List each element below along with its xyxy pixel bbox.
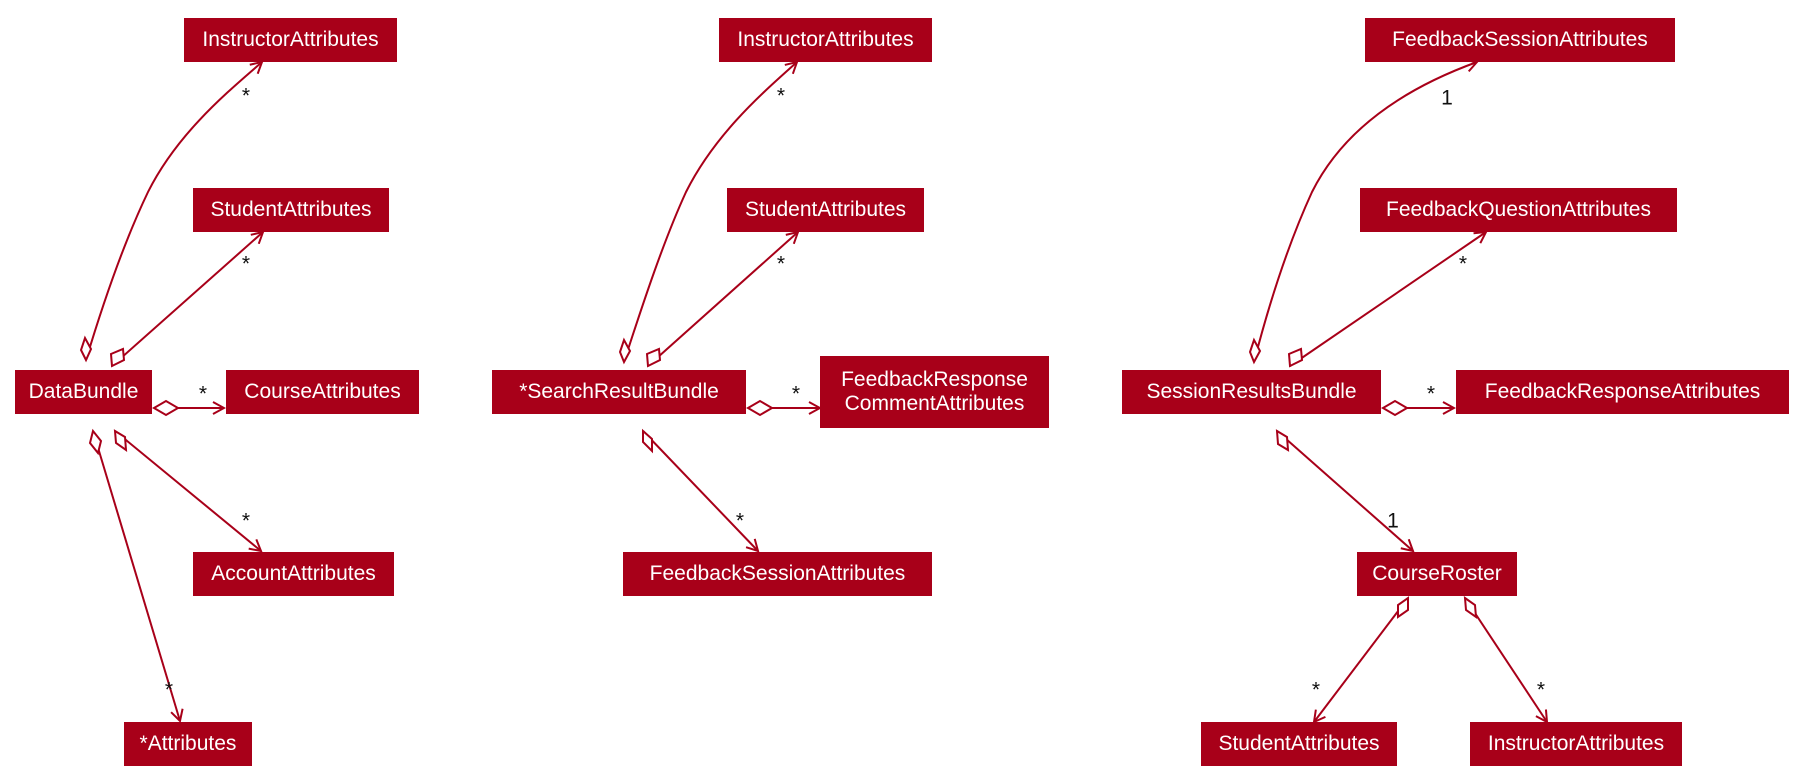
class-label: StudentAttributes — [210, 198, 372, 221]
class-account-attributes: AccountAttributes — [193, 552, 394, 596]
diamond-roster-student — [1397, 596, 1409, 619]
multiplicity-label: * — [241, 84, 251, 108]
multiplicity-label: * — [776, 252, 786, 276]
multiplicity-label: * — [164, 678, 174, 702]
multiplicity-label: * — [791, 382, 801, 406]
diamond-databundle-student — [109, 347, 126, 368]
class-instructor-attributes: InstructorAttributes — [184, 18, 397, 62]
multiplicity-label: * — [241, 252, 251, 276]
class-search-result-bundle: *SearchResultBundle — [492, 370, 746, 414]
class-instructor-attributes: InstructorAttributes — [1470, 722, 1682, 766]
edge-results-roster — [1276, 430, 1413, 551]
edge-results-session — [1253, 62, 1477, 363]
multiplicity-label: * — [1536, 678, 1546, 702]
class-label: FeedbackSessionAttributes — [1392, 28, 1648, 51]
class-student-attributes: StudentAttributes — [727, 188, 924, 232]
class-label-line-1: FeedbackResponse — [841, 368, 1028, 391]
diamond-results-session — [1248, 337, 1262, 365]
class-label: CourseAttributes — [244, 380, 401, 403]
multiplicity-label: * — [1426, 382, 1436, 406]
multiplicity-label: * — [1311, 678, 1321, 702]
class-label: InstructorAttributes — [1487, 732, 1665, 755]
class-label: FeedbackResponseAttributes — [1484, 380, 1761, 403]
multiplicity-label: * — [1458, 252, 1468, 276]
diamond-databundle-course — [152, 399, 180, 417]
class-feedback-question-attributes: FeedbackQuestionAttributes — [1360, 188, 1677, 232]
class-label: DataBundle — [28, 380, 139, 403]
edge-databundle-account — [114, 430, 261, 551]
class-label: AccountAttributes — [211, 562, 376, 585]
class-label: FeedbackSessionAttributes — [649, 562, 906, 585]
class-label: *SearchResultBundle — [519, 380, 719, 403]
edge-search-student — [647, 232, 798, 367]
class-label: SessionResultsBundle — [1146, 380, 1357, 403]
class-session-results-bundle: SessionResultsBundle — [1122, 370, 1381, 414]
multiplicity-label: 1 — [1441, 86, 1453, 110]
class-feedback-response-comment-attributes: FeedbackResponse CommentAttributes — [820, 356, 1049, 428]
class-label: InstructorAttributes — [202, 28, 379, 51]
diamond-results-response — [1381, 399, 1409, 417]
diamond-databundle-account — [113, 429, 128, 453]
class-star-attributes: *Attributes — [124, 722, 252, 766]
edge-databundle-instructor — [85, 62, 262, 361]
class-label: CourseRoster — [1372, 562, 1502, 585]
edge-search-session — [642, 430, 758, 551]
diamond-search-session — [642, 428, 653, 454]
multiplicity-label: * — [735, 509, 745, 533]
edge-results-question — [1289, 232, 1486, 367]
diamond-databundle-attributes — [88, 428, 103, 456]
diamond-results-roster — [1275, 429, 1290, 452]
diamond-databundle-instructor — [79, 335, 93, 363]
class-label: FeedbackQuestionAttributes — [1386, 198, 1651, 221]
class-label: StudentAttributes — [1218, 732, 1380, 755]
edge-databundle-student — [111, 232, 263, 367]
class-feedback-session-attributes: FeedbackSessionAttributes — [1365, 18, 1675, 62]
diamond-results-question — [1287, 347, 1304, 368]
class-label: *Attributes — [139, 732, 237, 755]
class-label: StudentAttributes — [744, 198, 907, 221]
edge-roster-instructor — [1464, 597, 1547, 722]
class-feedback-response-attributes: FeedbackResponseAttributes — [1456, 370, 1789, 414]
multiplicity-label: * — [776, 84, 786, 108]
edge-databundle-attributes — [92, 430, 180, 721]
multiplicity-label: * — [198, 382, 208, 406]
diamond-search-instructor — [618, 337, 632, 365]
diamond-search-student — [645, 347, 662, 368]
class-label: InstructorAttributes — [737, 28, 914, 51]
diamond-search-comment — [746, 399, 774, 417]
multiplicity-label: 1 — [1387, 509, 1399, 533]
diamond-roster-instructor — [1463, 595, 1478, 620]
class-feedback-session-attributes: FeedbackSessionAttributes — [623, 552, 932, 596]
class-student-attributes: StudentAttributes — [193, 188, 389, 232]
class-databundle: DataBundle — [15, 370, 152, 414]
edge-search-instructor — [623, 62, 797, 363]
multiplicity-label: * — [241, 509, 251, 533]
class-course-roster: CourseRoster — [1357, 552, 1517, 596]
class-label-line-2: CommentAttributes — [844, 392, 1025, 415]
edge-roster-student — [1314, 597, 1409, 722]
class-instructor-attributes: InstructorAttributes — [719, 18, 932, 62]
class-course-attributes: CourseAttributes — [226, 370, 419, 414]
class-student-attributes: StudentAttributes — [1201, 722, 1397, 766]
